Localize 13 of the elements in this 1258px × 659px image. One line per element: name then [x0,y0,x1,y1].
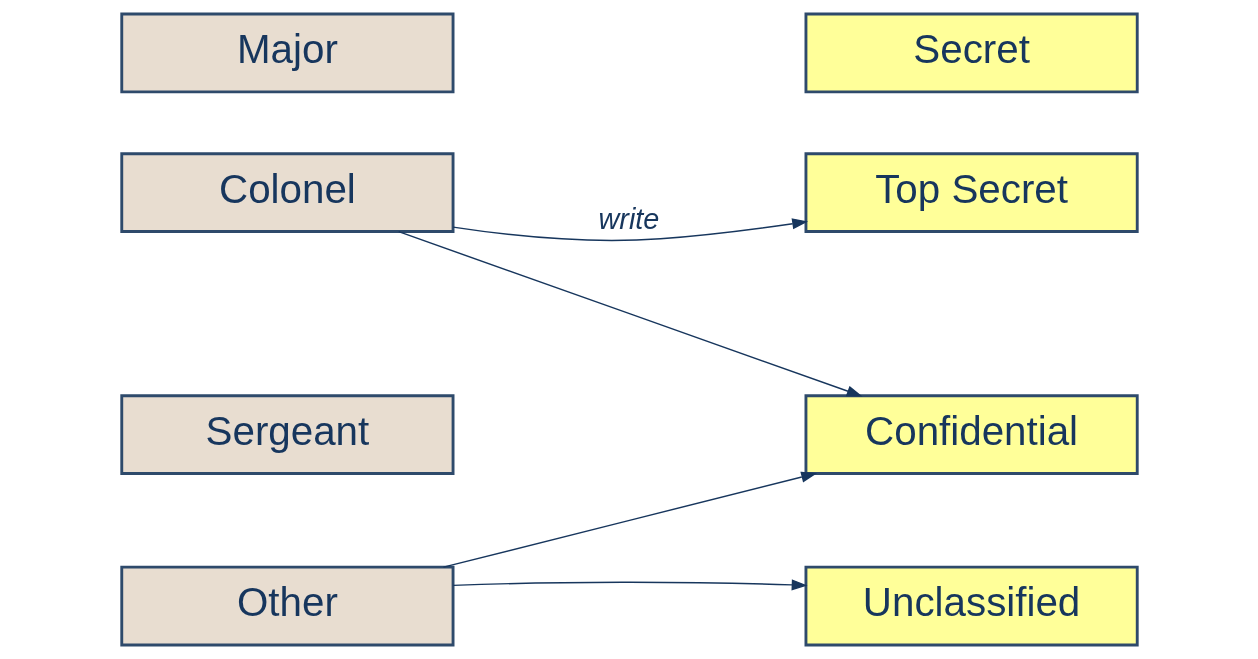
arrow [452,579,808,591]
node-box: Secret [804,12,1139,94]
arrow [451,218,808,242]
edge-label: write [598,202,659,235]
node-box: Colonel [119,152,454,233]
node-box: Other [119,565,454,647]
node-box: Confidential [804,394,1139,475]
node-box: Unclassified [804,565,1139,647]
node-box: Top Secret [804,152,1139,233]
node-box: Sergeant [119,394,454,475]
arrow [442,471,817,568]
node-box: Major [119,12,454,94]
arrow [397,230,863,397]
